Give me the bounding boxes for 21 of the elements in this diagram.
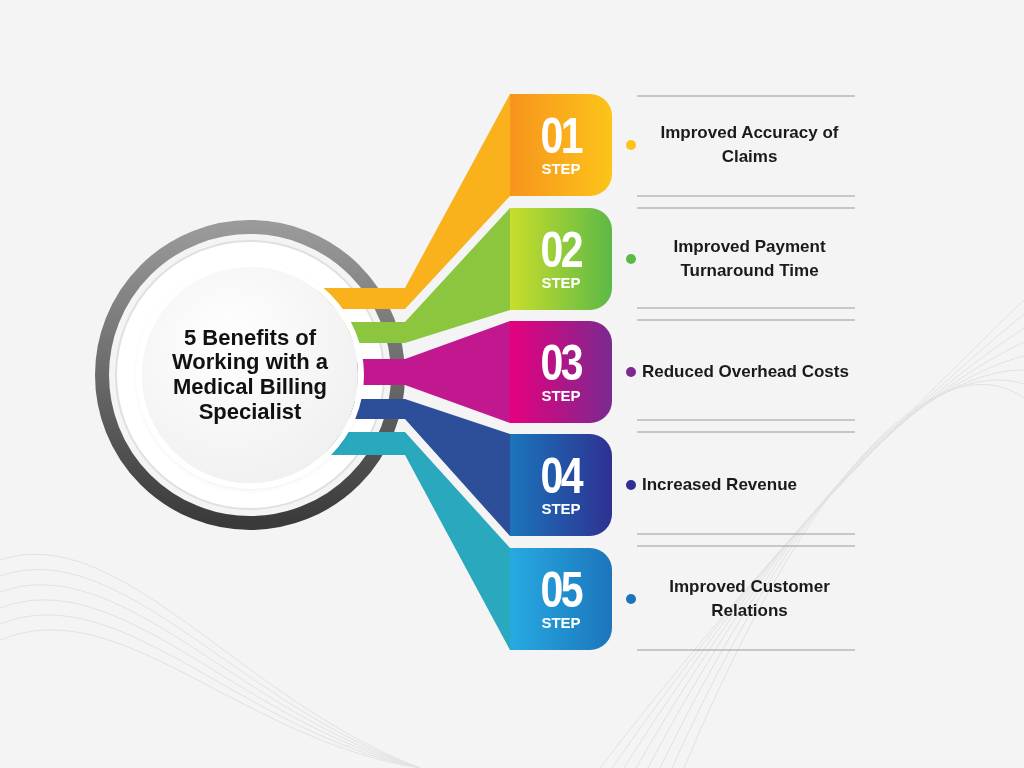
step-tab [510, 208, 612, 310]
benefit-text: Improved Accuracy of Claims [659, 122, 840, 168]
step-tab [510, 94, 612, 196]
step-label: STEP [541, 500, 581, 517]
benefit-text: Reduced Overhead Costs [642, 361, 849, 383]
benefit-text: Improved Customer Relations [668, 576, 831, 622]
step-number: 04 [540, 453, 582, 501]
step-number: 03 [540, 340, 582, 388]
step-label: STEP [541, 614, 581, 631]
step-number: 02 [540, 227, 582, 275]
step-number: 01 [540, 113, 582, 161]
step-label: STEP [541, 274, 581, 291]
step-tab [510, 321, 612, 423]
benefit-text: Increased Revenue [642, 474, 797, 496]
step-tab [510, 434, 612, 536]
step-label: STEP [541, 387, 581, 404]
step-label: STEP [541, 160, 581, 177]
step-number: 05 [540, 567, 582, 615]
benefit-text: Improved Payment Turnaround Time [672, 236, 827, 282]
step-tab [510, 548, 612, 650]
title-text: 5 Benefits of Working with a Medical Billing Specialist [170, 325, 329, 425]
